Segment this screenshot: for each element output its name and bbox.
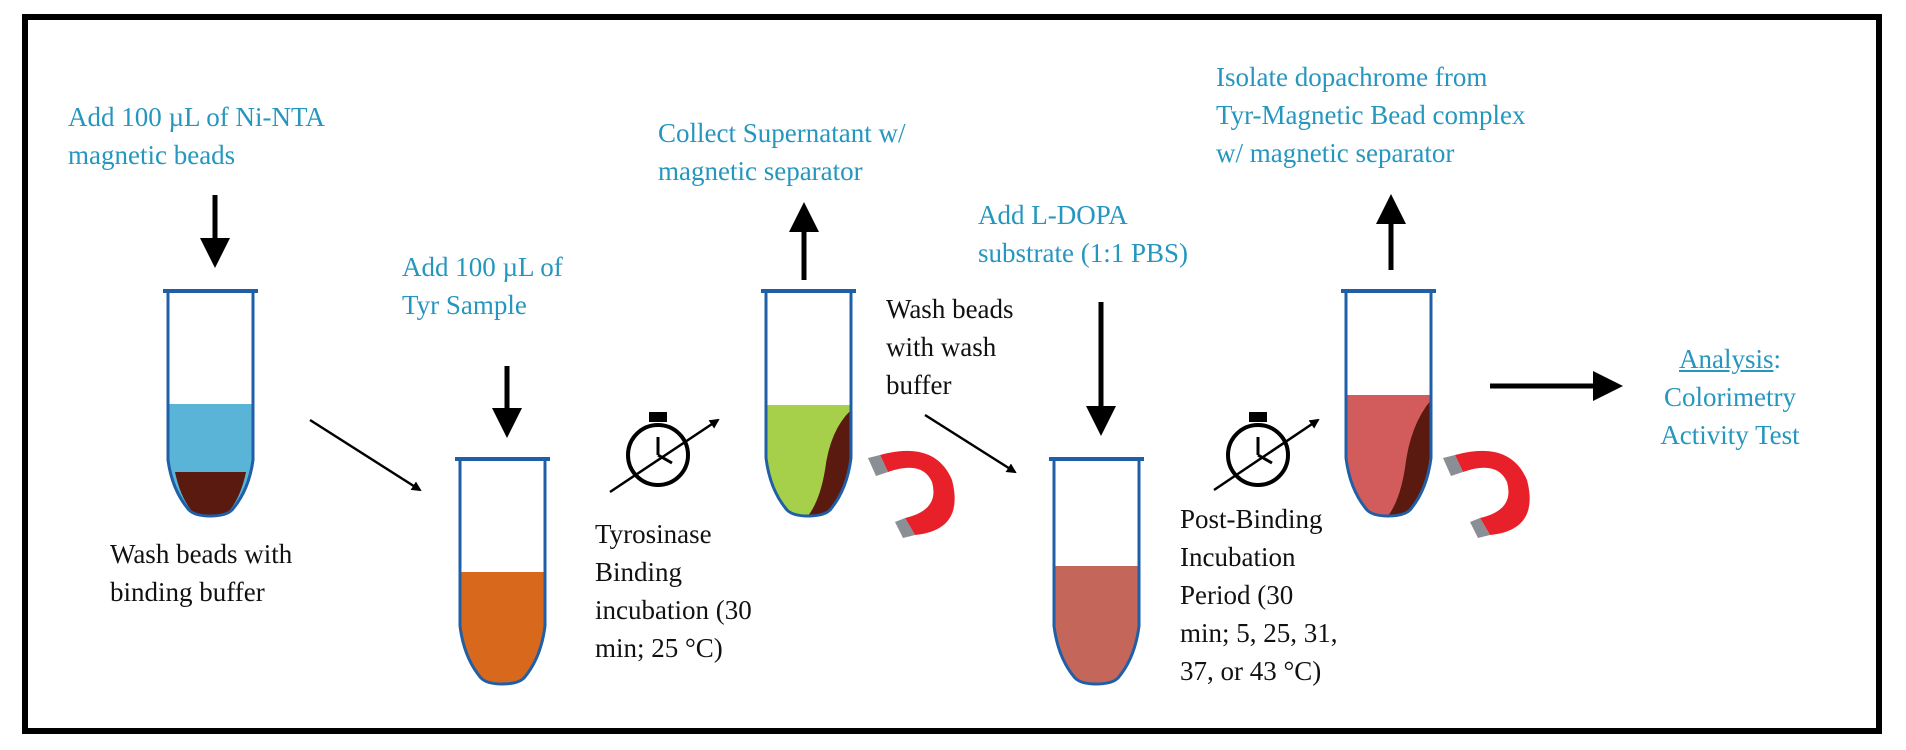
step1-note: Wash beads with binding buffer bbox=[110, 539, 293, 607]
diagonal-arrow-icon bbox=[309, 418, 422, 492]
magnet-icon bbox=[868, 450, 955, 538]
step2-instruction: Add 100 µL of Tyr Sample bbox=[402, 252, 563, 320]
diagram-frame bbox=[22, 14, 1882, 734]
analysis-line2: Colorimetry bbox=[1664, 382, 1796, 412]
step5-instruction: Isolate dopachrome from Tyr-Magnetic Bea… bbox=[1216, 62, 1526, 168]
step1-instruction: Add 100 µL of Ni-NTA magnetic beads bbox=[68, 102, 325, 170]
step4-instruction: Add L-DOPA substrate (1:1 PBS) bbox=[978, 200, 1189, 268]
analysis-colon: : bbox=[1773, 344, 1781, 374]
tube-4-ldopa-icon bbox=[1049, 457, 1144, 686]
step4-note: Post-Binding Incubation Period (30 min; … bbox=[1180, 504, 1338, 686]
tube-1-beads-icon bbox=[163, 289, 258, 518]
step2-note: Tyrosinase Binding incubation (30 min; 2… bbox=[595, 519, 752, 663]
diagonal-arrow-icon bbox=[924, 413, 1017, 474]
tube-2-tyr-sample-icon bbox=[455, 457, 550, 686]
analysis-line3: Activity Test bbox=[1660, 420, 1800, 450]
stopwatch-icon bbox=[1213, 412, 1320, 492]
magnet-icon bbox=[1443, 450, 1530, 538]
step3-instruction: Collect Supernatant w/ magnetic separato… bbox=[658, 118, 906, 186]
tube-5-dopachrome-icon bbox=[1341, 289, 1436, 518]
step3-note: Wash beads with wash buffer bbox=[886, 294, 1014, 400]
analysis-title: Analysis bbox=[1678, 344, 1774, 374]
stopwatch-icon bbox=[609, 412, 720, 494]
tube-3-supernatant-icon bbox=[761, 289, 856, 518]
